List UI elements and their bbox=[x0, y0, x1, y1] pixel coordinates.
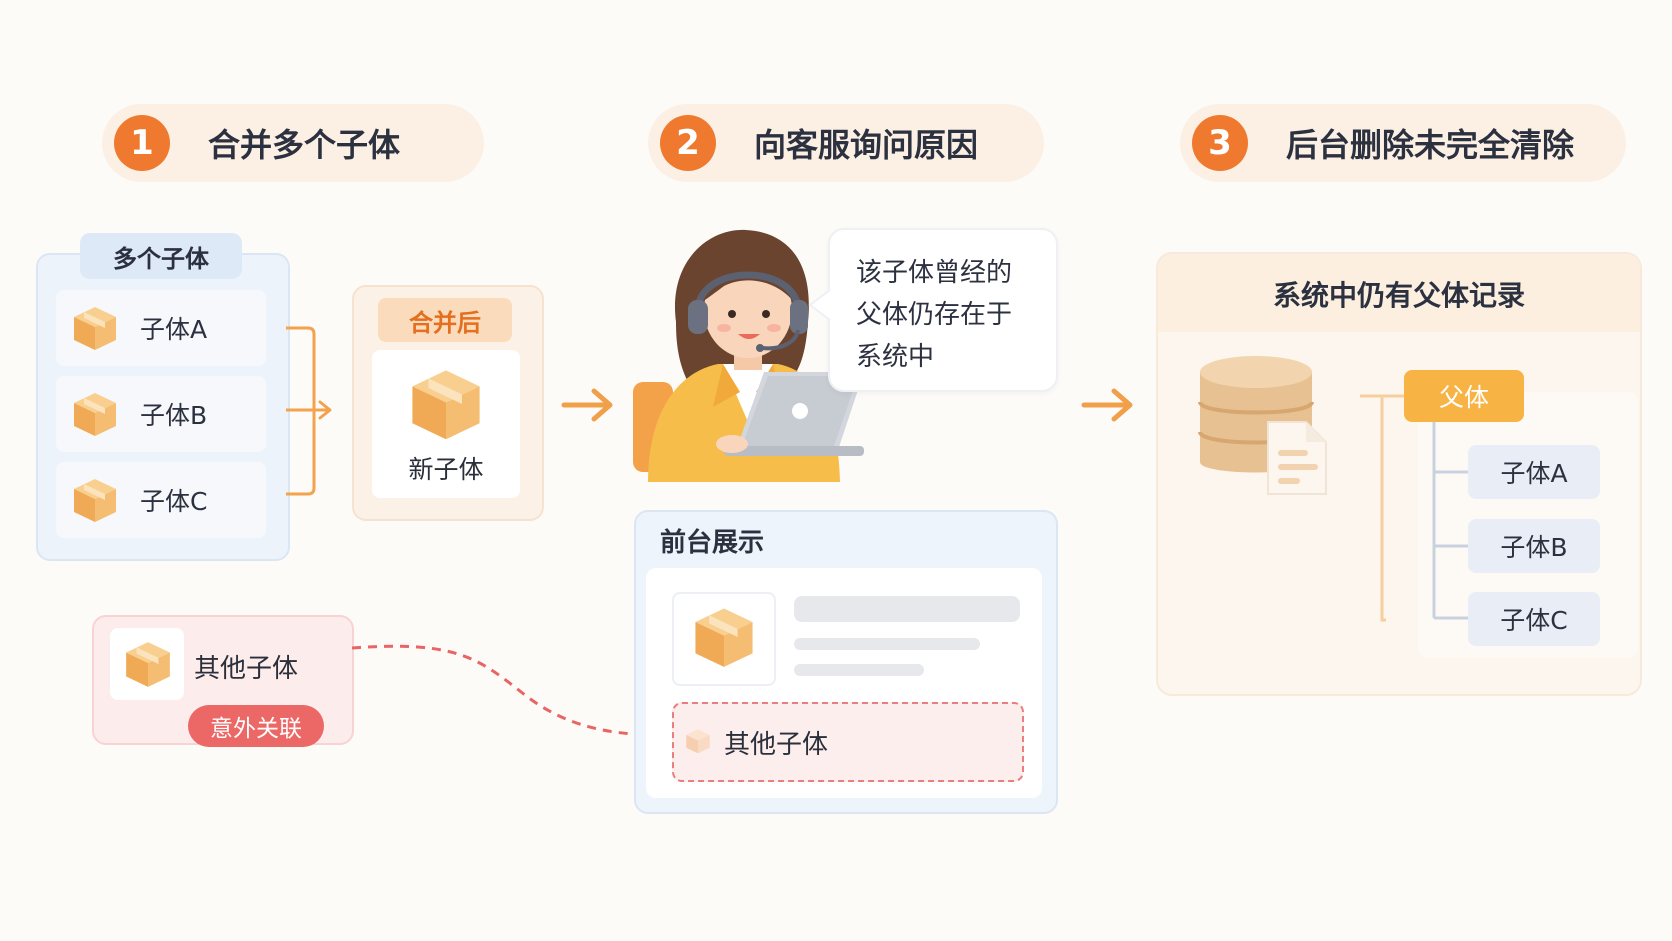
speech-bubble-tail bbox=[808, 289, 831, 321]
skeleton-line-title bbox=[794, 596, 1020, 622]
step-3-label: 后台删除未完全清除 bbox=[1286, 126, 1575, 164]
speech-line-1: 该子体曾经的 bbox=[856, 258, 1013, 288]
merged-tag: 合并后 bbox=[378, 298, 512, 342]
other-child-label: 其他子体 bbox=[194, 654, 299, 684]
step-2-label: 向客服询问原因 bbox=[754, 126, 979, 164]
box-icon bbox=[695, 608, 753, 667]
system-record-title: 系统中仍有父体记录 bbox=[1272, 279, 1525, 312]
skeleton-line-1 bbox=[794, 638, 980, 650]
speech-bubble: 该子体曾经的 父体仍存在于 系统中 bbox=[828, 228, 1058, 392]
parent-node: 父体 bbox=[1404, 370, 1524, 422]
child-a-label: 子体A bbox=[140, 315, 208, 344]
child-card-c: 子体C bbox=[56, 462, 266, 538]
front-display-title: 前台展示 bbox=[660, 528, 765, 558]
box-icon bbox=[412, 370, 480, 440]
step-2-number: 2 bbox=[660, 115, 716, 171]
new-child-card: 新子体 bbox=[372, 350, 520, 498]
other-child-icon-card bbox=[110, 628, 184, 700]
box-icon bbox=[126, 642, 170, 687]
front-other-child-row: 其他子体 bbox=[672, 702, 1024, 782]
product-thumbnail bbox=[672, 592, 776, 686]
tree-child-c: 子体C bbox=[1468, 592, 1600, 646]
skeleton-line-2 bbox=[794, 664, 924, 676]
tree-child-b: 子体B bbox=[1468, 519, 1600, 573]
step-1-label: 合并多个子体 bbox=[208, 126, 401, 164]
customer-service-agent-illustration bbox=[633, 229, 864, 482]
system-record-header bbox=[1158, 254, 1640, 332]
step-3-pill: 3 后台删除未完全清除 bbox=[1180, 104, 1626, 182]
child-card-a: 子体A bbox=[56, 290, 266, 366]
front-other-child-label: 其他子体 bbox=[724, 730, 829, 760]
unexpected-link-arrow bbox=[351, 644, 664, 746]
child-card-b: 子体B bbox=[56, 376, 266, 452]
merge-bracket-connector bbox=[286, 326, 332, 496]
new-child-label: 新子体 bbox=[408, 455, 484, 484]
speech-line-2: 父体仍存在于 bbox=[856, 300, 1013, 330]
step-3-number: 3 bbox=[1192, 115, 1248, 171]
tree-child-a: 子体A bbox=[1468, 445, 1600, 499]
speech-line-3: 系统中 bbox=[856, 342, 935, 372]
flow-arrow-2 bbox=[1081, 388, 1133, 422]
box-icon bbox=[74, 479, 116, 522]
flow-arrow-1 bbox=[561, 388, 613, 422]
children-group-label: 多个子体 bbox=[80, 233, 242, 279]
box-icon bbox=[74, 393, 116, 436]
step-1-pill: 1 合并多个子体 bbox=[102, 104, 484, 182]
box-icon bbox=[74, 307, 116, 350]
tree-connectors bbox=[1360, 394, 1468, 622]
box-icon bbox=[686, 729, 710, 754]
child-b-label: 子体B bbox=[140, 401, 208, 430]
step-1-number: 1 bbox=[114, 115, 170, 171]
database-icon bbox=[1198, 356, 1327, 495]
unexpected-link-badge: 意外关联 bbox=[188, 705, 324, 747]
child-c-label: 子体C bbox=[140, 487, 208, 516]
step-2-pill: 2 向客服询问原因 bbox=[648, 104, 1044, 182]
